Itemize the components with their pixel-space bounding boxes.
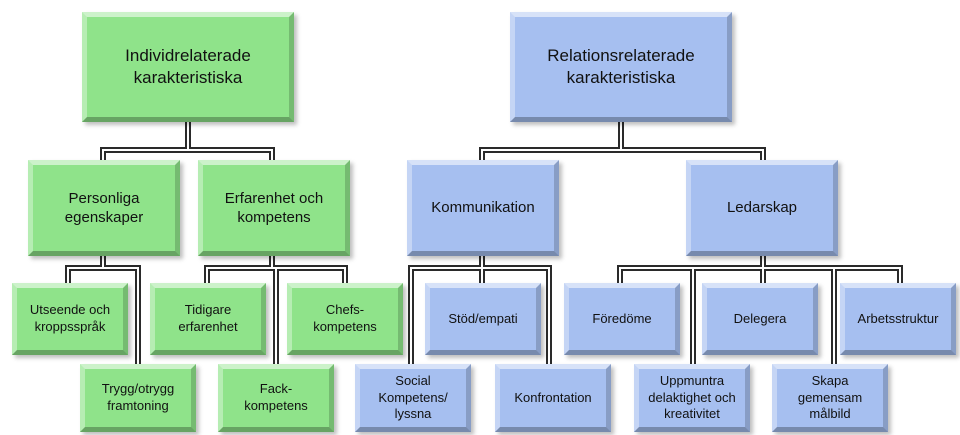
connector-relation <box>479 117 766 163</box>
node-social-kompetens-lyssna: Social Kompetens/ lyssna <box>355 364 471 432</box>
node-konfrontation: Konfrontation <box>495 364 611 432</box>
node-line: Relationsrelaterade <box>547 45 695 65</box>
node-fack-kompetens: Fack- kompetens <box>218 364 334 432</box>
node-line: egenskaper <box>64 209 144 226</box>
node-line: lyssna <box>394 406 432 422</box>
node-line: Uppmuntra <box>659 372 725 388</box>
node-line: Kompetens/ <box>378 389 448 405</box>
node-line: målbild <box>809 406 851 422</box>
node-line: Social <box>395 372 431 388</box>
node-delegera: Delegera <box>702 283 818 355</box>
node-line: Tidigare <box>184 302 232 318</box>
node-line: Individrelaterade <box>125 45 251 65</box>
node-arbetsstruktur: Arbetsstruktur <box>840 283 956 355</box>
node-stod-empati: Stöd/empati <box>425 283 541 355</box>
node-foredome: Föredöme <box>564 283 680 355</box>
node-chefs-kompetens: Chefs- kompetens <box>287 283 403 355</box>
node-line: delaktighet och <box>648 389 736 405</box>
node-personliga-egenskaper: Personliga egenskaper <box>28 160 180 256</box>
node-relationsrelaterade: Relationsrelaterade karakteristiska <box>510 12 732 122</box>
node-trygg-otrygg-framtoning: Trygg/otrygg framtoning <box>80 364 196 432</box>
node-kommunikation: Kommunikation <box>407 160 559 256</box>
node-line: Utseende och <box>29 302 111 318</box>
node-skapa-gemensam-malbild: Skapa gemensam målbild <box>772 364 888 432</box>
node-line: Chefs- <box>325 302 365 318</box>
node-line: kroppsspråk <box>34 319 106 334</box>
node-line: Skapa <box>811 372 849 388</box>
node-line: Konfrontation <box>514 389 592 405</box>
node-tidigare-erfarenhet: Tidigare erfarenhet <box>150 283 266 355</box>
node-line: karakteristiska <box>566 68 676 87</box>
node-line: karakteristiska <box>133 68 243 87</box>
node-line: Stöd/empati <box>448 310 518 326</box>
node-line: Kommunikation <box>431 199 535 217</box>
node-line: erfarenhet <box>178 319 238 334</box>
node-line: Trygg/otrygg <box>101 381 175 397</box>
node-line: Ledarskap <box>726 199 798 217</box>
node-utseende-och-kroppssprak: Utseende och kroppsspråk <box>12 283 128 355</box>
node-uppmuntra-delaktighet: Uppmuntra delaktighet och kreativitet <box>634 364 750 432</box>
node-line: Personliga <box>68 189 140 207</box>
node-ledarskap: Ledarskap <box>686 160 838 256</box>
node-line: kompetens <box>244 398 308 413</box>
node-individrelaterade: Individrelaterade karakteristiska <box>82 12 294 122</box>
node-line: Föredöme <box>592 310 652 326</box>
node-line: Arbetsstruktur <box>857 310 939 326</box>
node-line: kompetens <box>313 319 377 334</box>
node-line: Erfarenhet och <box>224 189 324 207</box>
node-line: Fack- <box>259 381 293 397</box>
node-line: kompetens <box>237 209 311 226</box>
node-line: gemensam <box>797 389 863 405</box>
node-line: kreativitet <box>664 406 720 422</box>
node-line: Delegera <box>733 310 787 326</box>
node-erfarenhet-och-kompetens: Erfarenhet och kompetens <box>198 160 350 256</box>
node-line: framtoning <box>107 398 169 413</box>
